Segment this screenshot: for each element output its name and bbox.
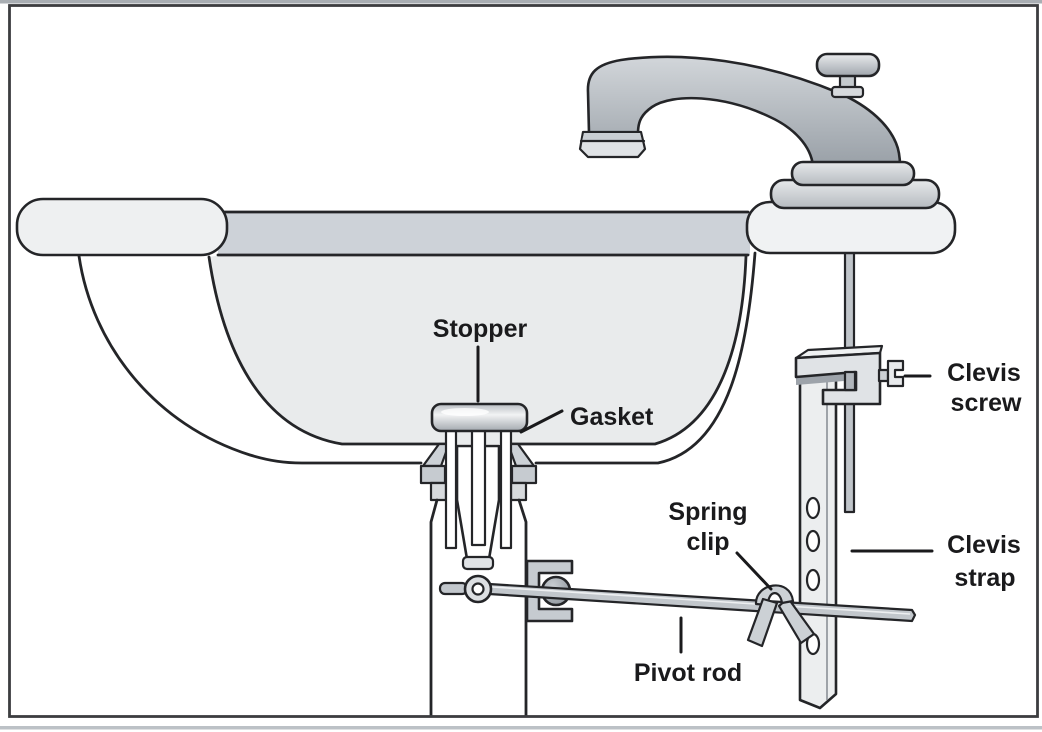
- stopper-disc: [430, 402, 529, 433]
- stopper-slat-center: [470, 425, 487, 547]
- sink-left-rim: [15, 197, 229, 257]
- clevis-screw-label-line2: screw: [951, 389, 1022, 417]
- stopper-assembly: [430, 402, 529, 571]
- screw-stem: [877, 368, 890, 383]
- pivot-rod-highlight: [491, 586, 911, 615]
- tailpiece-right-wall: [517, 498, 528, 718]
- flange-nut-right: [510, 464, 538, 485]
- top-edge-strip: [0, 0, 1042, 4]
- faucet-aerator: [578, 130, 647, 159]
- faucet-deck: [745, 200, 957, 255]
- strap-hole: [805, 529, 821, 553]
- pivot-rod: [438, 574, 917, 623]
- strap-hole: [805, 568, 821, 592]
- spring-clip-label-line1: Spring: [668, 498, 747, 526]
- bowl-inner-right-wall: [506, 254, 748, 446]
- knob-collar: [830, 85, 865, 99]
- clevis-screw-clamp: [794, 344, 905, 406]
- faucet: [578, 52, 957, 255]
- clevis-strap: [798, 370, 838, 710]
- bowl-outer-left-wall: [77, 254, 423, 465]
- stopper-slat-left: [444, 428, 458, 550]
- clevis-screw-label-line1: Clevis: [947, 359, 1021, 387]
- flange-nut-left: [419, 464, 447, 485]
- sink-rim-band: [218, 212, 750, 255]
- clevis-strap-label-line1: Clevis: [947, 531, 1021, 559]
- clamp-shadow: [796, 372, 856, 385]
- clevis-screw: [886, 359, 905, 388]
- flange-step-left: [429, 481, 448, 502]
- spring-clip: [746, 584, 816, 648]
- stopper-disc-highlight: [441, 408, 489, 416]
- spring-clip-label-line2: clip: [686, 528, 729, 556]
- clevis-strap-label-line2: strap: [954, 564, 1015, 592]
- faucet-base-upper: [790, 160, 916, 187]
- faucet-spout: [586, 55, 902, 168]
- spring-clip-front-leg: [746, 597, 779, 648]
- stopper-eye-hole: [471, 582, 485, 596]
- stopper-foot: [461, 555, 495, 571]
- bowl-outer-right-wall: [534, 251, 757, 465]
- retaining-nut-bracket: [525, 559, 574, 623]
- tailpiece-left-wall: [429, 498, 439, 718]
- pivot-rod-stub: [438, 581, 469, 596]
- gasket-leader: [519, 409, 564, 434]
- knob-cap: [815, 52, 881, 78]
- gasket-label: Gasket: [570, 403, 654, 431]
- rod-in-clamp: [843, 370, 857, 392]
- faucet-handle-knob: [815, 52, 881, 99]
- stopper-label: Stopper: [433, 315, 528, 343]
- pivot-rod-label: Pivot rod: [634, 659, 742, 687]
- bowl-inner-left-wall: [207, 255, 451, 446]
- bottom-edge-strip: [0, 726, 1042, 730]
- stopper-slat-right: [499, 428, 513, 550]
- spring-clip-leader: [735, 551, 773, 591]
- strap-hole: [805, 496, 821, 520]
- labels: Stopper Gasket Spring clip Clevis screw …: [433, 315, 1022, 687]
- flange-step-right: [509, 481, 528, 502]
- border: [8, 4, 1039, 718]
